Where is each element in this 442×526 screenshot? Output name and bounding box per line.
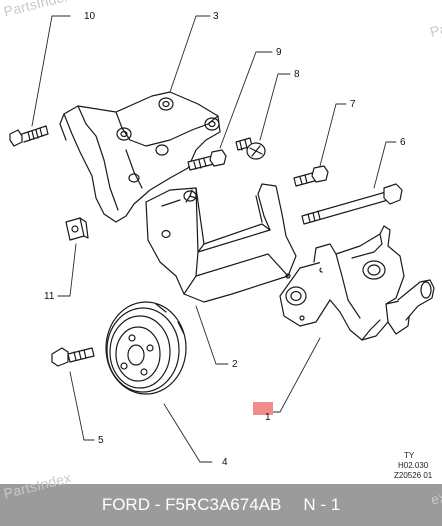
callout-8: 8 [294, 69, 300, 80]
part-2-pump-bracket [145, 183, 297, 303]
part-10-bolt [9, 125, 49, 147]
callout-leaders [31, 15, 397, 463]
callout-1: 1 [265, 412, 271, 423]
callout-6: 6 [400, 137, 406, 148]
part-6-long-bolt [301, 183, 403, 225]
callout-10: 10 [84, 11, 96, 22]
part-9-bolt [187, 149, 227, 171]
callout-11: 11 [44, 291, 55, 302]
drawing-code-line-2: H02.030 [398, 461, 429, 470]
part-7-bolt [293, 165, 329, 187]
callout-9: 9 [276, 47, 282, 58]
callout-3: 3 [213, 11, 219, 22]
part-5-bolt [51, 347, 95, 367]
part-1-power-steering-pump [279, 225, 435, 341]
part-8-stud [235, 137, 266, 160]
footer-part-number: FORD - F5RC3A674AB [101, 495, 282, 514]
callout-2: 2 [232, 359, 238, 370]
callout-7: 7 [350, 99, 356, 110]
callout-labels: 10 3 9 8 7 6 11 2 1 5 4 [44, 11, 406, 468]
exploded-parts-diagram: 10 3 9 8 7 6 11 2 1 5 4 [9, 11, 435, 468]
drawing-code-line-1: TY [404, 451, 415, 460]
part-4-pulley [105, 301, 187, 395]
footer-position: N - 1 [303, 495, 341, 514]
part-footer-bar: FORD - F5RC3A674AB N - 1 [0, 484, 442, 526]
part-3-upper-bracket [59, 91, 221, 223]
callout-5: 5 [98, 435, 104, 446]
part-11-clip-nut [65, 217, 89, 241]
callout-4: 4 [222, 457, 228, 468]
callout-1-highlight [253, 402, 273, 415]
drawing-code-line-3: Z20526 01 [394, 471, 433, 480]
